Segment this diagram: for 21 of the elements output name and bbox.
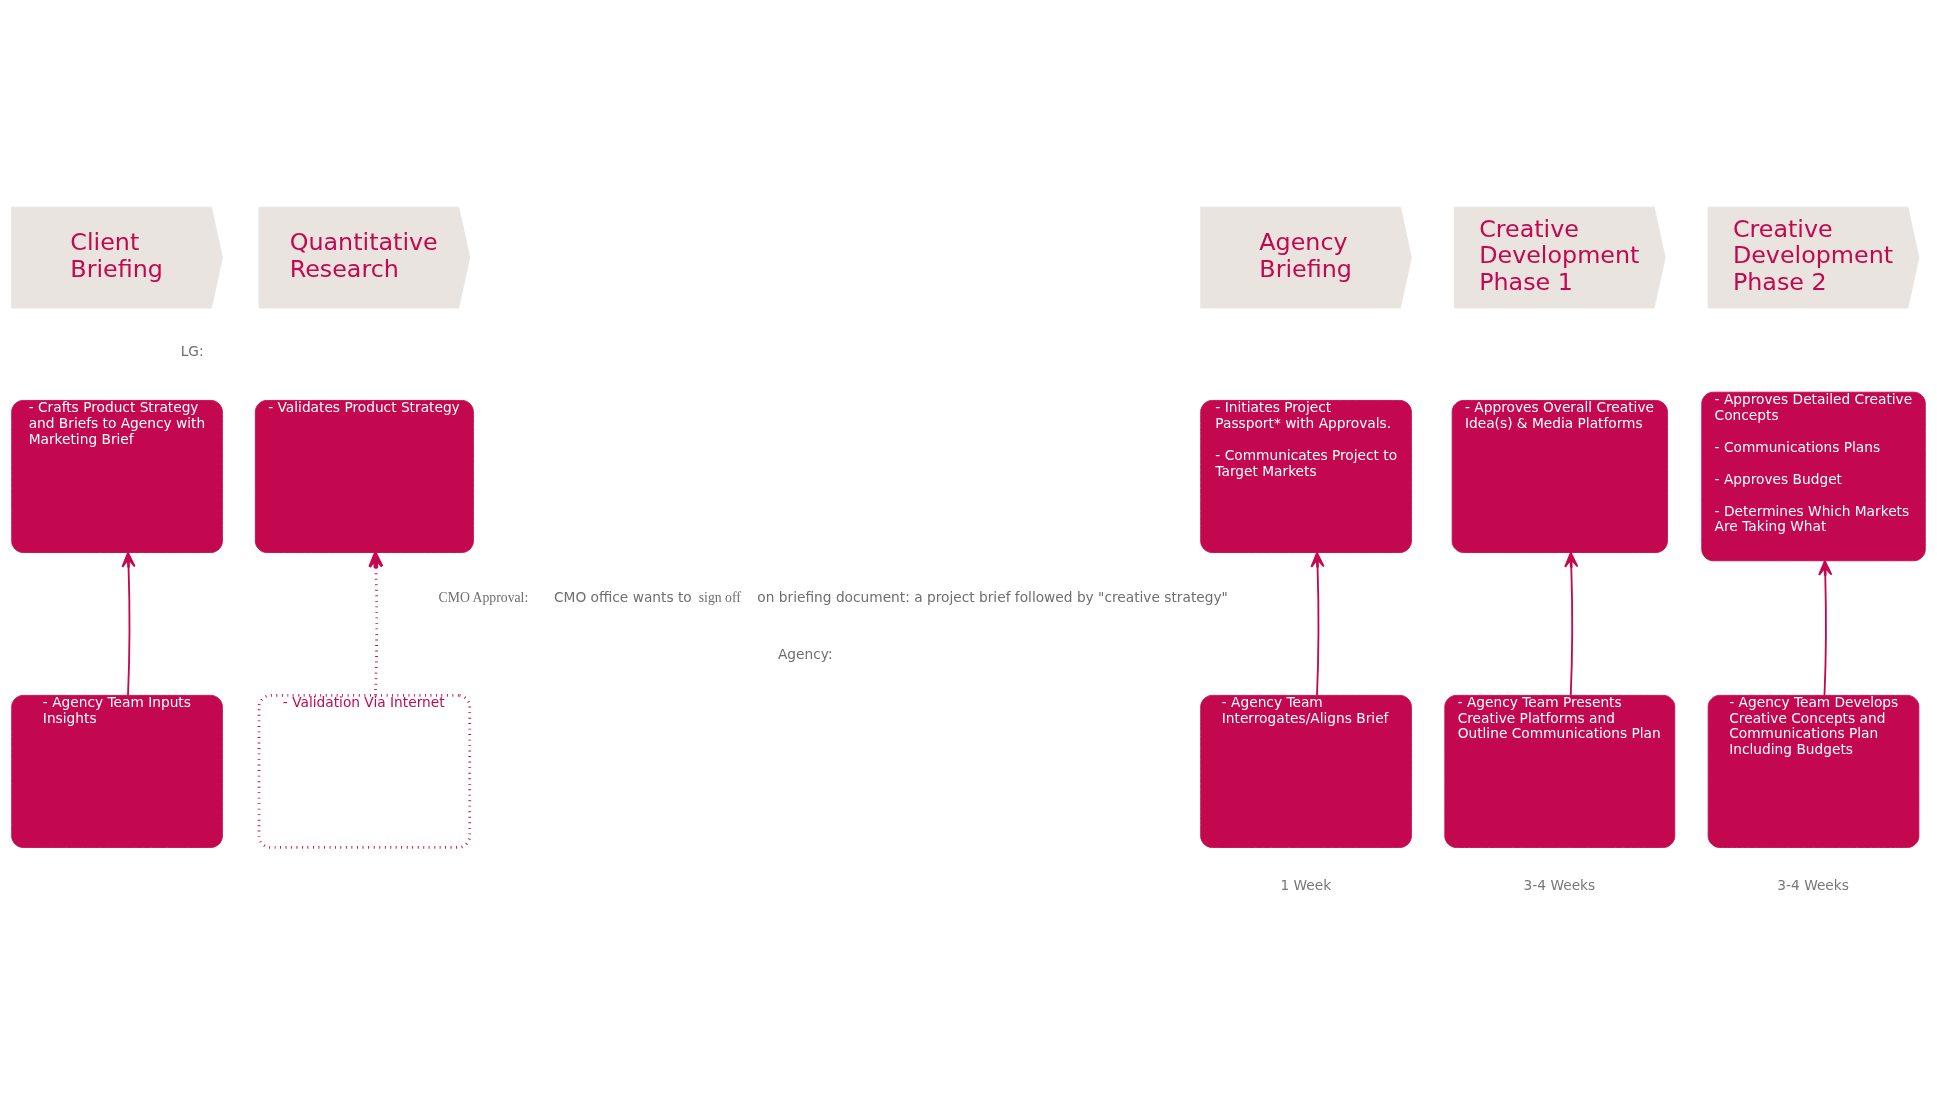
node-box: - Approves Overall Creative Idea(s) & Media Platforms [1451, 400, 1668, 553]
arrow [121, 551, 136, 697]
node-box: - Approves Detailed Creative Concepts - Communications Plans - Approves Budget - Determines Which Markets Are Taking What [1701, 391, 1926, 562]
label: CMO Approval: CMO office wants to sign off on briefing document: a project brief followed by "creative strategy" [438, 589, 1228, 606]
label: LG: [180, 343, 204, 360]
node-box: - Agency Team Presents Creative Platforms and Outline Communications Plan [1444, 694, 1676, 848]
node-label: 1 Week [1280, 877, 1332, 894]
arrow [1564, 551, 1579, 697]
node-box: - Validates Product Strategy [254, 400, 474, 553]
label: Agency: [777, 646, 833, 663]
node-label: 3-4 Weeks [1777, 877, 1849, 894]
arrow [368, 551, 384, 696]
node-box: - Crafts Product Strategy and Briefs to Agency with Marketing Brief [11, 400, 223, 553]
arrow [1310, 551, 1325, 697]
node-box: - Agency Team Develops Creative Concepts and Communications Plan Including Budgets [1707, 694, 1920, 848]
node-box: - Validation Via Internet [257, 694, 472, 849]
arrow [1818, 560, 1833, 697]
node-label: 3-4 Weeks [1523, 877, 1596, 894]
node-box: - Agency Team Inputs Insights [11, 694, 223, 848]
node-box: - Agency Team Interrogates/Aligns Brief [1200, 694, 1412, 848]
node-box: - Initiates Project Passport* with Approvals. - Communicates Project to Target Markets [1200, 400, 1412, 553]
